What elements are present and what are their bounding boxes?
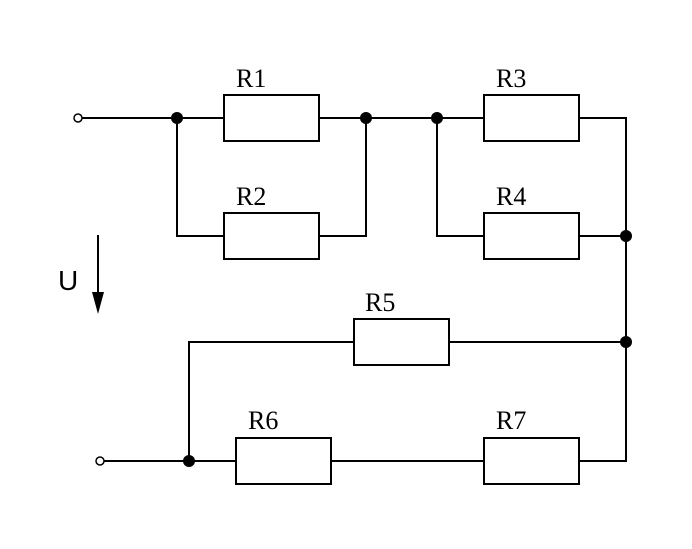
resistor-r3 [483, 94, 580, 142]
junction-dot [171, 112, 183, 124]
wire [319, 118, 367, 237]
junction-dot [183, 455, 195, 467]
junction-dot [620, 230, 632, 242]
voltage-arrow-head [92, 292, 104, 314]
label-r6: R6 [248, 406, 278, 435]
terminal-bottom [95, 456, 105, 466]
resistor-r2 [223, 212, 320, 260]
wire [176, 118, 224, 237]
label-r1: R1 [236, 64, 266, 93]
label-r5: R5 [365, 288, 395, 317]
label-r3: R3 [496, 64, 526, 93]
resistor-r1 [223, 94, 320, 142]
voltage-label: U [58, 265, 78, 296]
terminal-top [73, 113, 83, 123]
wire [188, 341, 354, 461]
junction-dot [431, 112, 443, 124]
junction-dot [360, 112, 372, 124]
resistor-r7 [483, 437, 580, 485]
label-r2: R2 [236, 182, 266, 211]
resistor-r5 [353, 318, 450, 366]
label-r7: R7 [496, 406, 526, 435]
wire [436, 118, 484, 237]
wire [579, 117, 627, 462]
resistor-r6 [235, 437, 332, 485]
wires [81, 117, 627, 462]
resistor-r4 [483, 212, 580, 260]
junction-dot [620, 336, 632, 348]
voltage-arrow [92, 235, 104, 314]
label-r4: R4 [496, 182, 526, 211]
